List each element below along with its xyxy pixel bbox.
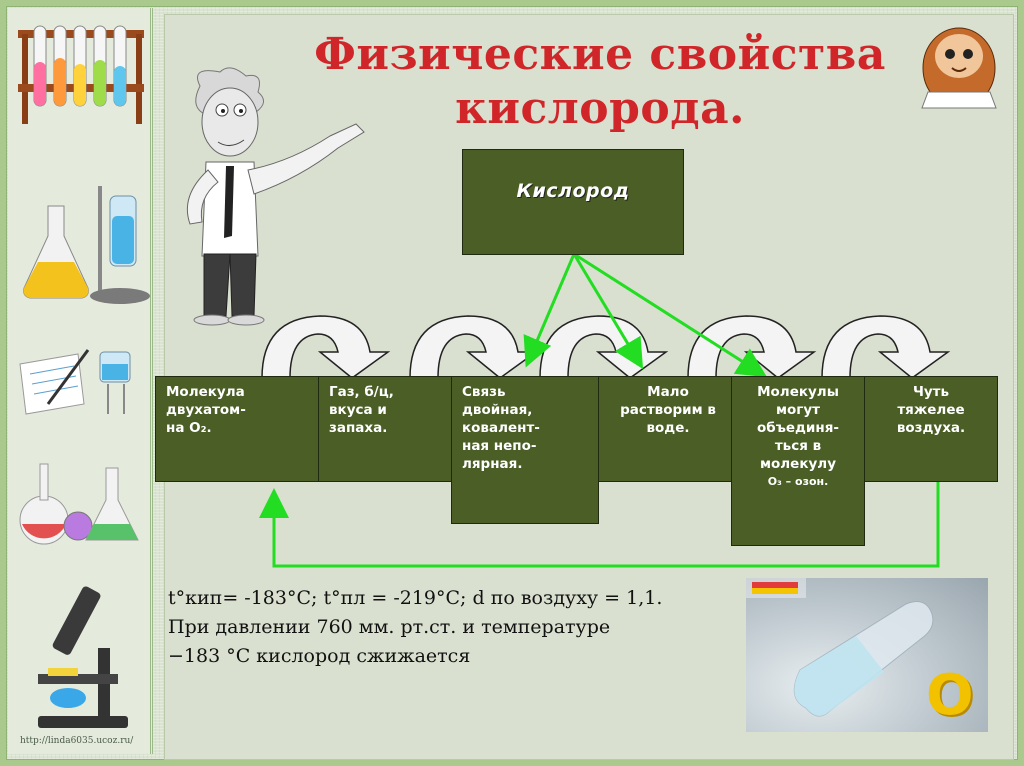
prop-line: двойная, <box>462 402 533 418</box>
property-box-solubility: Мало растворим в воде. <box>598 376 738 482</box>
prop-line: Газ, б/ц, <box>329 384 394 400</box>
prop-line: объединя- <box>757 420 839 436</box>
prop-line: ковалент- <box>462 420 540 436</box>
notebook-pen-icon <box>19 349 131 415</box>
flask-stand-icon <box>23 186 150 304</box>
green-arrow-to-ozone <box>573 252 768 378</box>
prop-line: воздуха. <box>896 420 966 436</box>
curved-arrow-icon <box>409 315 539 379</box>
center-box-label: Кислород <box>516 180 630 202</box>
prop-line: воде. <box>646 420 690 436</box>
property-box-ozone: Молекулы могут объединя- ться в молекулу… <box>731 376 865 546</box>
liquid-oxygen-photo: O <box>746 578 988 732</box>
title-line-1: Физические свойства <box>314 29 886 80</box>
prop-line: Мало <box>647 384 689 400</box>
prop-line: Молекула <box>166 384 245 400</box>
center-box-oxygen: Кислород <box>462 149 684 255</box>
prop-line: на О₂. <box>166 420 212 436</box>
property-box-molecule: Молекула двухатом- на О₂. <box>155 376 319 482</box>
scientist-figure <box>186 67 365 326</box>
green-arrow-to-solubility <box>572 253 644 370</box>
green-arrow-to-bond <box>523 253 576 368</box>
prop-line: тяжелее <box>897 402 965 418</box>
curved-arrow-icon <box>821 315 951 379</box>
prop-line: ться в <box>774 438 822 454</box>
prop-line: лярная. <box>462 456 523 472</box>
curved-arrow-icon <box>687 315 817 379</box>
prop-line: растворим в <box>620 402 716 418</box>
prop-line: О₃ – озон. <box>767 475 829 488</box>
sloth-reading-icon <box>921 27 997 109</box>
property-box-gas: Газ, б/ц, вкуса и запаха. <box>318 376 452 482</box>
prop-line: вкуса и <box>329 402 387 418</box>
left-sidebar <box>8 8 153 754</box>
constants-line-3: −183 °С кислород сжижается <box>168 645 471 667</box>
photo-letter-o: O <box>926 663 974 728</box>
prop-line: Чуть <box>912 384 950 400</box>
prop-line: ная непо- <box>462 438 537 454</box>
glassware-icon <box>19 463 139 545</box>
title-line-2: кислорода. <box>455 83 745 134</box>
microscope-icon <box>38 586 128 728</box>
green-loop-arrow <box>259 482 940 568</box>
test-tube-photo-graphic <box>746 578 934 717</box>
curved-arrow-icon <box>539 315 669 379</box>
prop-line: двухатом- <box>166 402 246 418</box>
property-box-bond: Связь двойная, ковалент- ная непо- лярна… <box>451 376 599 524</box>
test-tube-rack-icon <box>18 25 144 124</box>
footer-url: http://linda6035.ucoz.ru/ <box>20 736 134 746</box>
slide-title: Физические свойства кислорода. <box>260 28 940 136</box>
prop-line: Молекулы <box>757 384 839 400</box>
constants-line-2: При давлении 760 мм. рт.ст. и температур… <box>168 616 611 638</box>
prop-line: Связь <box>462 384 506 400</box>
curved-arrow-icon <box>261 315 391 379</box>
property-box-density: Чуть тяжелее воздуха. <box>864 376 998 482</box>
physical-constants-text: t°кип= -183°С; t°пл = -219°С; d по возду… <box>168 584 748 671</box>
prop-line: могут <box>776 402 820 418</box>
prop-line: молекулу <box>759 456 836 472</box>
prop-line: запаха. <box>329 420 388 436</box>
constants-line-1: t°кип= -183°С; t°пл = -219°С; d по возду… <box>168 587 663 609</box>
